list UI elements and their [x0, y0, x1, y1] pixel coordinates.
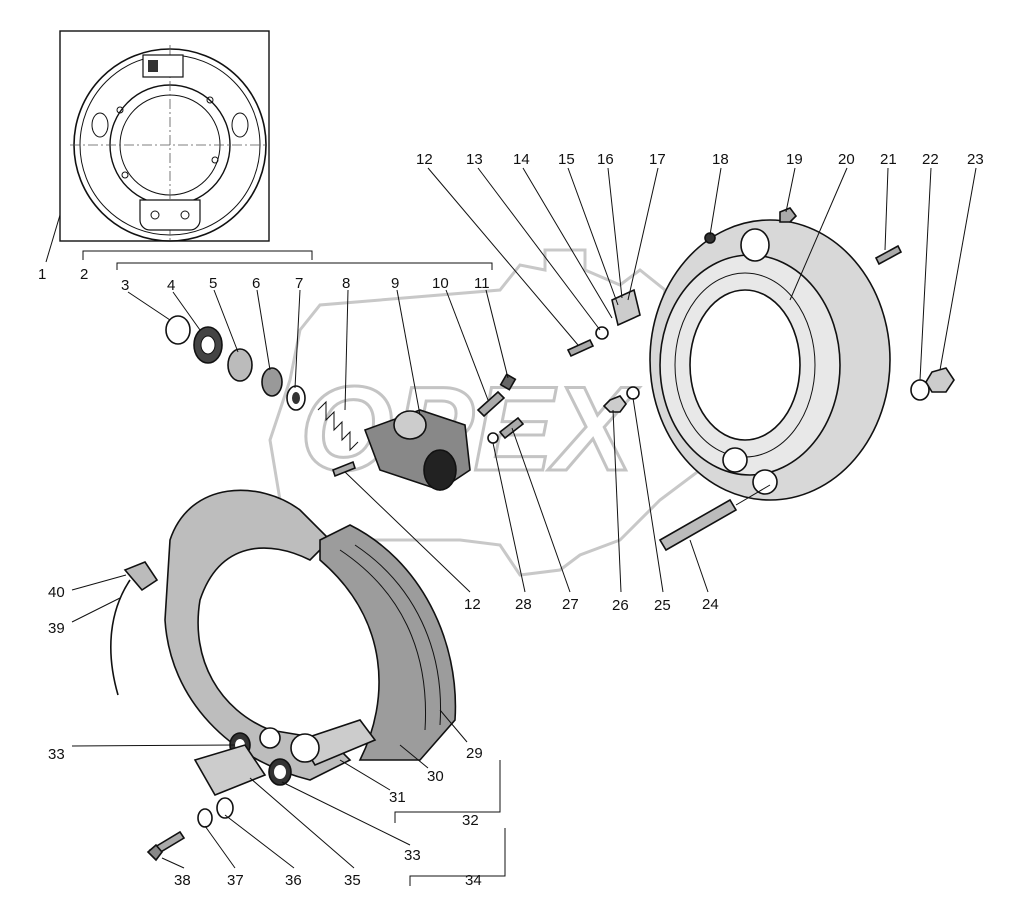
callout-33-bottom: 33: [404, 847, 421, 864]
anchor-parts: [146, 732, 292, 862]
callout-22: 22: [922, 151, 939, 168]
brake-hose: [110, 561, 159, 696]
callout-7: 7: [295, 275, 303, 292]
callout-34: 34: [465, 872, 482, 889]
callout-12-top: 12: [416, 151, 433, 168]
callout-9: 9: [391, 275, 399, 292]
group-brackets: [82, 250, 506, 886]
callout-16: 16: [597, 151, 614, 168]
callout-14: 14: [513, 151, 530, 168]
callout-12-bottom: 12: [464, 596, 481, 613]
callout-32: 32: [462, 812, 479, 829]
callout-36: 36: [285, 872, 302, 889]
callout-26: 26: [612, 597, 629, 614]
callout-13: 13: [466, 151, 483, 168]
callout-25: 25: [654, 597, 671, 614]
callout-28: 28: [515, 596, 532, 613]
wheel-cylinder-parts: [165, 288, 641, 491]
callout-19: 19: [786, 151, 803, 168]
callout-5: 5: [209, 275, 217, 292]
callout-39: 39: [48, 620, 65, 637]
callout-18: 18: [712, 151, 729, 168]
leader-lines: [45, 167, 977, 869]
watermark-text: OPEX: [300, 362, 640, 496]
callout-23: 23: [967, 151, 984, 168]
callout-1: 1: [38, 266, 46, 283]
plate-fasteners: [658, 207, 955, 552]
watermark: OPEX: [268, 248, 722, 577]
callout-6: 6: [252, 275, 260, 292]
callout-17: 17: [649, 151, 666, 168]
callout-15: 15: [558, 151, 575, 168]
callout-labels: 1 2 3 4 5 6 7 8 9 10 11 12 13 14 15 16 1…: [38, 151, 984, 889]
brake-shoe: [164, 489, 457, 781]
callout-33-left: 33: [48, 746, 65, 763]
callout-24: 24: [702, 596, 719, 613]
callout-8: 8: [342, 275, 350, 292]
callout-4: 4: [167, 277, 175, 294]
callout-21: 21: [880, 151, 897, 168]
callout-2: 2: [80, 266, 88, 283]
callout-27: 27: [562, 596, 579, 613]
callout-20: 20: [838, 151, 855, 168]
callout-11: 11: [474, 275, 490, 292]
callout-29: 29: [466, 745, 483, 762]
callout-3: 3: [121, 277, 129, 294]
callout-35: 35: [344, 872, 361, 889]
callout-30: 30: [427, 768, 444, 785]
backing-plate: [649, 219, 891, 501]
inset-backing-plate-view: [59, 30, 270, 242]
callout-31: 31: [389, 789, 406, 806]
callout-10: 10: [432, 275, 449, 292]
callout-37: 37: [227, 872, 244, 889]
callout-40: 40: [48, 584, 65, 601]
callout-38: 38: [174, 872, 191, 889]
